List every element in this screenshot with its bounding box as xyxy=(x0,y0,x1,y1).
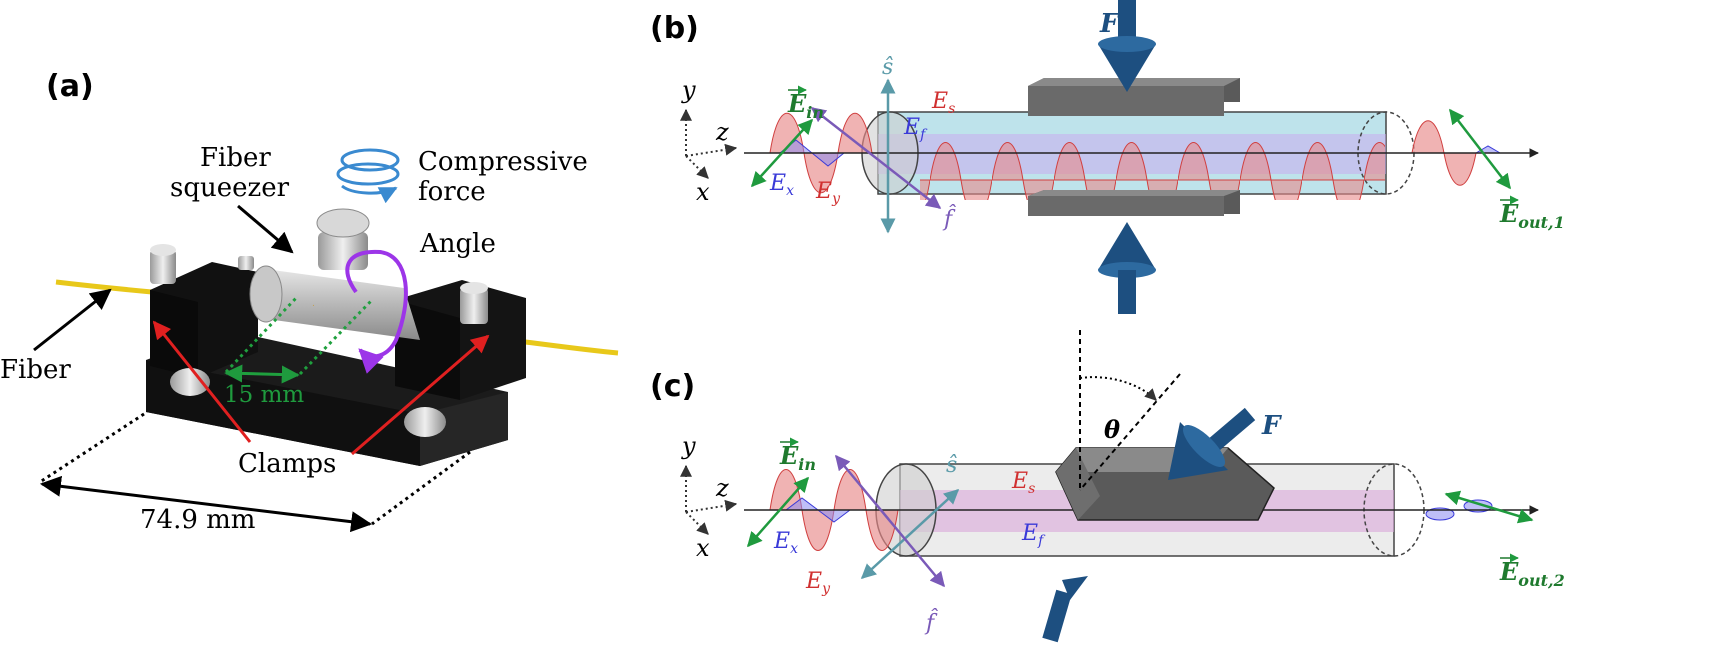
squeezer-label-2: squeezer xyxy=(170,173,290,203)
e-x-label-b: Ex xyxy=(769,171,794,199)
width-label: 74.9 mm xyxy=(140,505,255,535)
fiber-pointer-arrow xyxy=(33,288,112,352)
clamp-gap-label: 15 mm xyxy=(224,382,304,408)
squeezer-block-c xyxy=(1055,447,1275,521)
force-arrow-bottom-b xyxy=(1098,222,1156,314)
axes-icon-c xyxy=(680,464,738,535)
e-in-label-b: Ein xyxy=(787,89,824,122)
width-dotted-left xyxy=(39,412,145,484)
angle-label: Angle xyxy=(419,229,496,259)
s-hat-label-b: ŝ xyxy=(882,55,893,80)
e-f-label-b: Ef xyxy=(903,115,928,143)
axis-z-b: z xyxy=(715,118,729,146)
clamps-label: Clamps xyxy=(238,449,336,479)
panel-a: (a) . xyxy=(0,69,619,535)
theta-tilted-line xyxy=(1079,373,1181,491)
theta-label: θ xyxy=(1104,415,1120,444)
f-hat-axis-b xyxy=(810,107,942,209)
squeezer-label-1: Fiber xyxy=(200,143,271,173)
angle-rotation-arrow xyxy=(345,249,408,374)
e-in-arrow-c xyxy=(747,476,809,548)
clamp-arrow-left xyxy=(152,320,252,443)
fiber-label: Fiber xyxy=(0,355,71,385)
fiber-left xyxy=(55,279,153,295)
force-label-c: F xyxy=(1261,411,1282,441)
e-out-label-c: Eout,2 xyxy=(1499,557,1565,590)
axis-y-b: y xyxy=(681,76,696,104)
compressive-force-icon xyxy=(336,148,400,204)
e-out-arrow-b xyxy=(1449,108,1511,190)
panel-c: (c) y z x xyxy=(650,330,1565,643)
force-arrow-bottom-c xyxy=(1042,576,1088,643)
axis-x-b: x xyxy=(696,178,710,206)
svg-text:.: . xyxy=(312,299,315,309)
force-arrow-top-c xyxy=(1168,407,1256,480)
compressive-force-label-2: force xyxy=(418,177,486,207)
e-y-label-c: Ey xyxy=(805,569,831,597)
f-hat-label-b: f̂ xyxy=(942,205,957,232)
f-hat-label-c: f̂ xyxy=(924,609,939,636)
e-f-label-c: Ef xyxy=(1021,521,1046,549)
wave-inside-b xyxy=(920,110,1385,200)
theta-arc xyxy=(1079,376,1157,401)
e-in-label-c: Ein xyxy=(779,441,816,474)
fiber-right xyxy=(509,337,619,356)
e-out-arrow-c xyxy=(1444,490,1534,524)
clamp-arrow-right xyxy=(351,334,490,456)
force-arrow-top-b xyxy=(1098,0,1156,92)
squeezer-pointer-arrow xyxy=(237,204,294,254)
s-hat-label-c: ŝ xyxy=(946,453,957,478)
e-in-arrow-b xyxy=(750,118,814,188)
axis-z-c: z xyxy=(715,474,729,502)
axes-icon-b xyxy=(680,108,738,179)
e-s-label-c: Es xyxy=(1011,469,1035,497)
axis-y-c: y xyxy=(681,432,696,460)
f-hat-axis-c xyxy=(835,454,945,588)
e-x-label-c: Ex xyxy=(773,529,798,557)
e-out-label-b: Eout,1 xyxy=(1499,199,1565,232)
force-label-b: F xyxy=(1099,9,1120,39)
e-s-label-b: Es xyxy=(931,89,955,117)
panel-b-tag: (b) xyxy=(650,11,699,46)
e-y-label-b: Ey xyxy=(815,179,841,207)
panel-b: (b) y z x xyxy=(650,0,1565,314)
squeezer-plates-b xyxy=(1028,78,1240,216)
panel-c-tag: (c) xyxy=(650,369,695,404)
panel-a-tag: (a) xyxy=(46,69,94,104)
clamp-gap-dotted-right xyxy=(298,298,374,376)
axis-x-c: x xyxy=(696,534,710,562)
clamp-gap-arrow xyxy=(224,364,300,384)
width-dimension-arrow xyxy=(39,475,373,533)
compressive-force-label-1: Compressive xyxy=(418,147,588,177)
